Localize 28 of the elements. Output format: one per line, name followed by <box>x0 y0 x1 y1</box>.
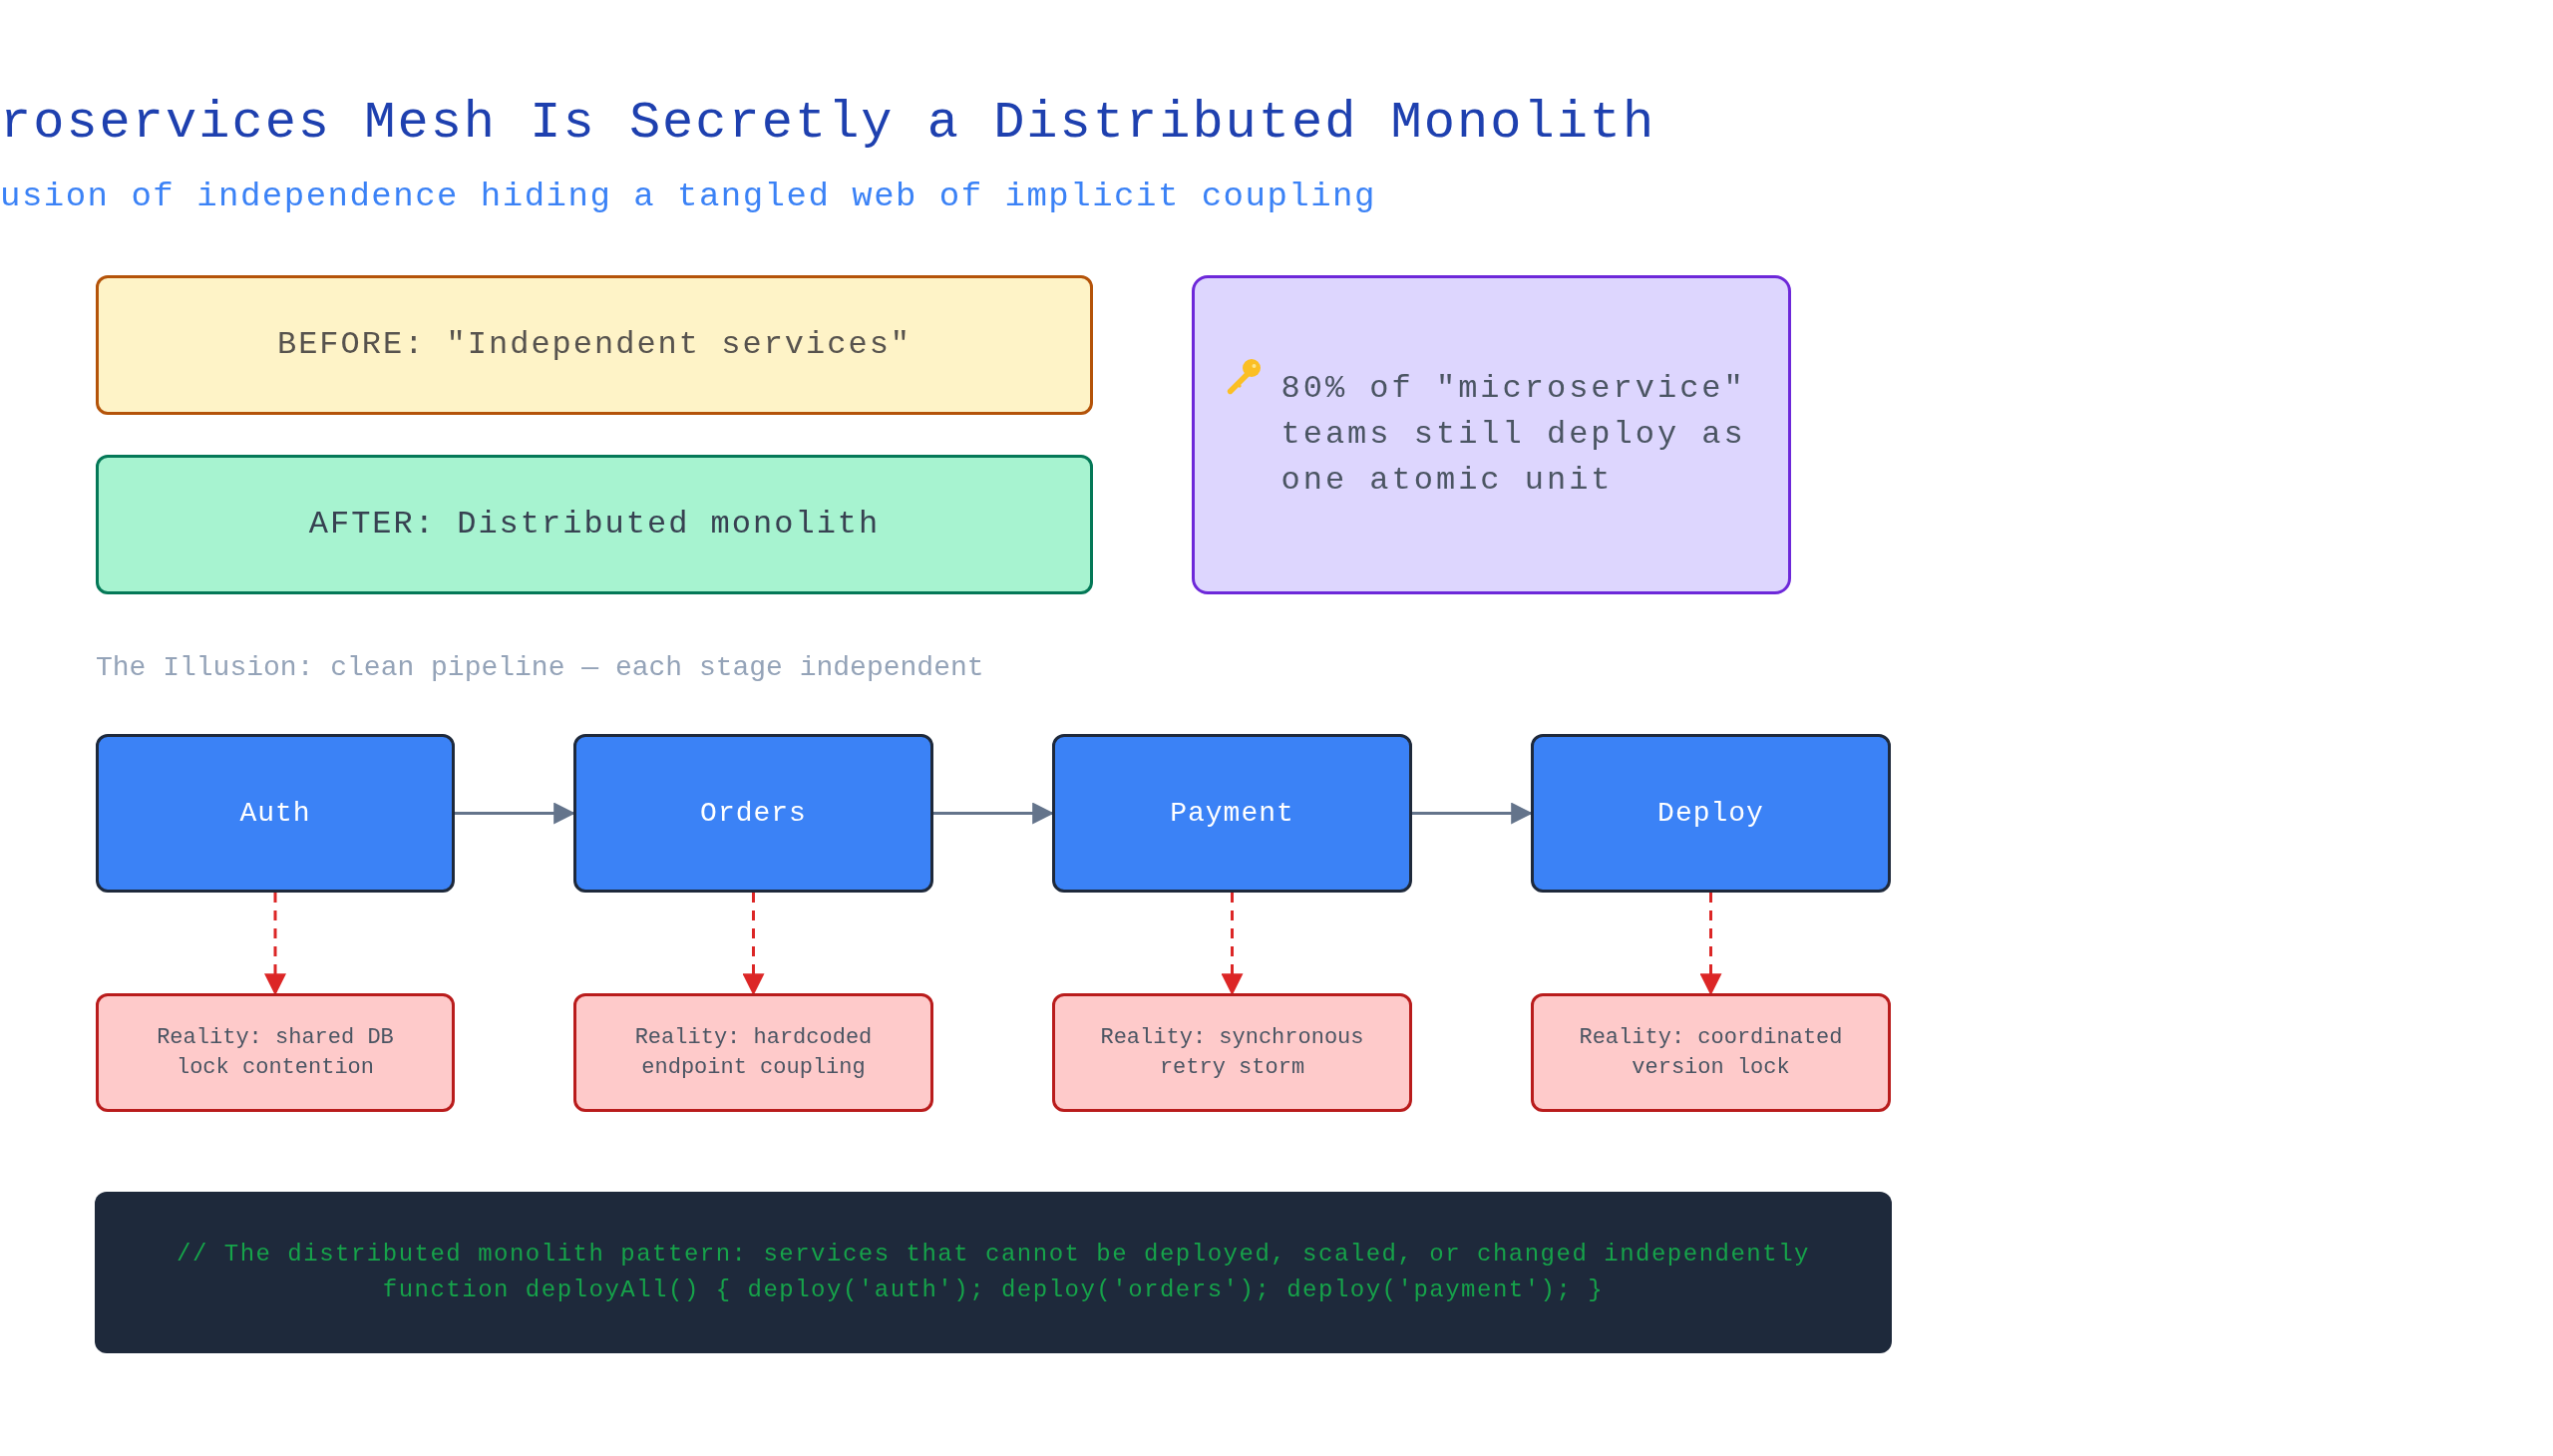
node-label: BEFORE: "Independent services" <box>276 325 912 365</box>
code-line: // The distributed monolith pattern: services that cannot be deployed, scaled, or changed independently <box>177 1240 1810 1270</box>
node-label: Orders <box>700 796 807 831</box>
service-box <box>1052 734 1412 893</box>
subtitle: usion of independence hiding a tangled web of implicit coupling <box>0 180 1376 213</box>
after-box <box>96 455 1093 594</box>
reality-box <box>573 993 933 1112</box>
section-label: The Illusion: clean pipeline — each stage independent <box>96 654 984 682</box>
reality-box <box>96 993 455 1112</box>
callout-text: 80% of "microservice" teams still deploy as one atomic unit <box>1280 369 1747 501</box>
title: roservices Mesh Is Secretly a Distributed Monolith <box>0 98 1656 150</box>
code-line: function deployAll() { deploy('auth'); deploy('orders'); deploy('payment'); } <box>382 1275 1605 1305</box>
node-label: Reality: coordinated version lock <box>1578 1023 1844 1082</box>
node-label: Reality: synchronous retry storm <box>1099 1023 1365 1082</box>
callout-box <box>1192 275 1791 594</box>
node-label: Auth <box>239 796 311 831</box>
service-box <box>96 734 455 893</box>
node-label: Reality: hardcoded endpoint coupling <box>633 1023 874 1082</box>
reality-box <box>1052 993 1412 1112</box>
service-box <box>1531 734 1891 893</box>
before-box <box>96 275 1093 415</box>
service-box <box>573 734 933 893</box>
node-label: Reality: shared DB lock contention <box>156 1023 395 1082</box>
reality-box <box>1531 993 1891 1112</box>
node-label: AFTER: Distributed monolith <box>308 505 881 545</box>
code-box <box>95 1192 1892 1353</box>
node-label: Payment <box>1170 796 1294 831</box>
node-label: Deploy <box>1657 796 1764 831</box>
